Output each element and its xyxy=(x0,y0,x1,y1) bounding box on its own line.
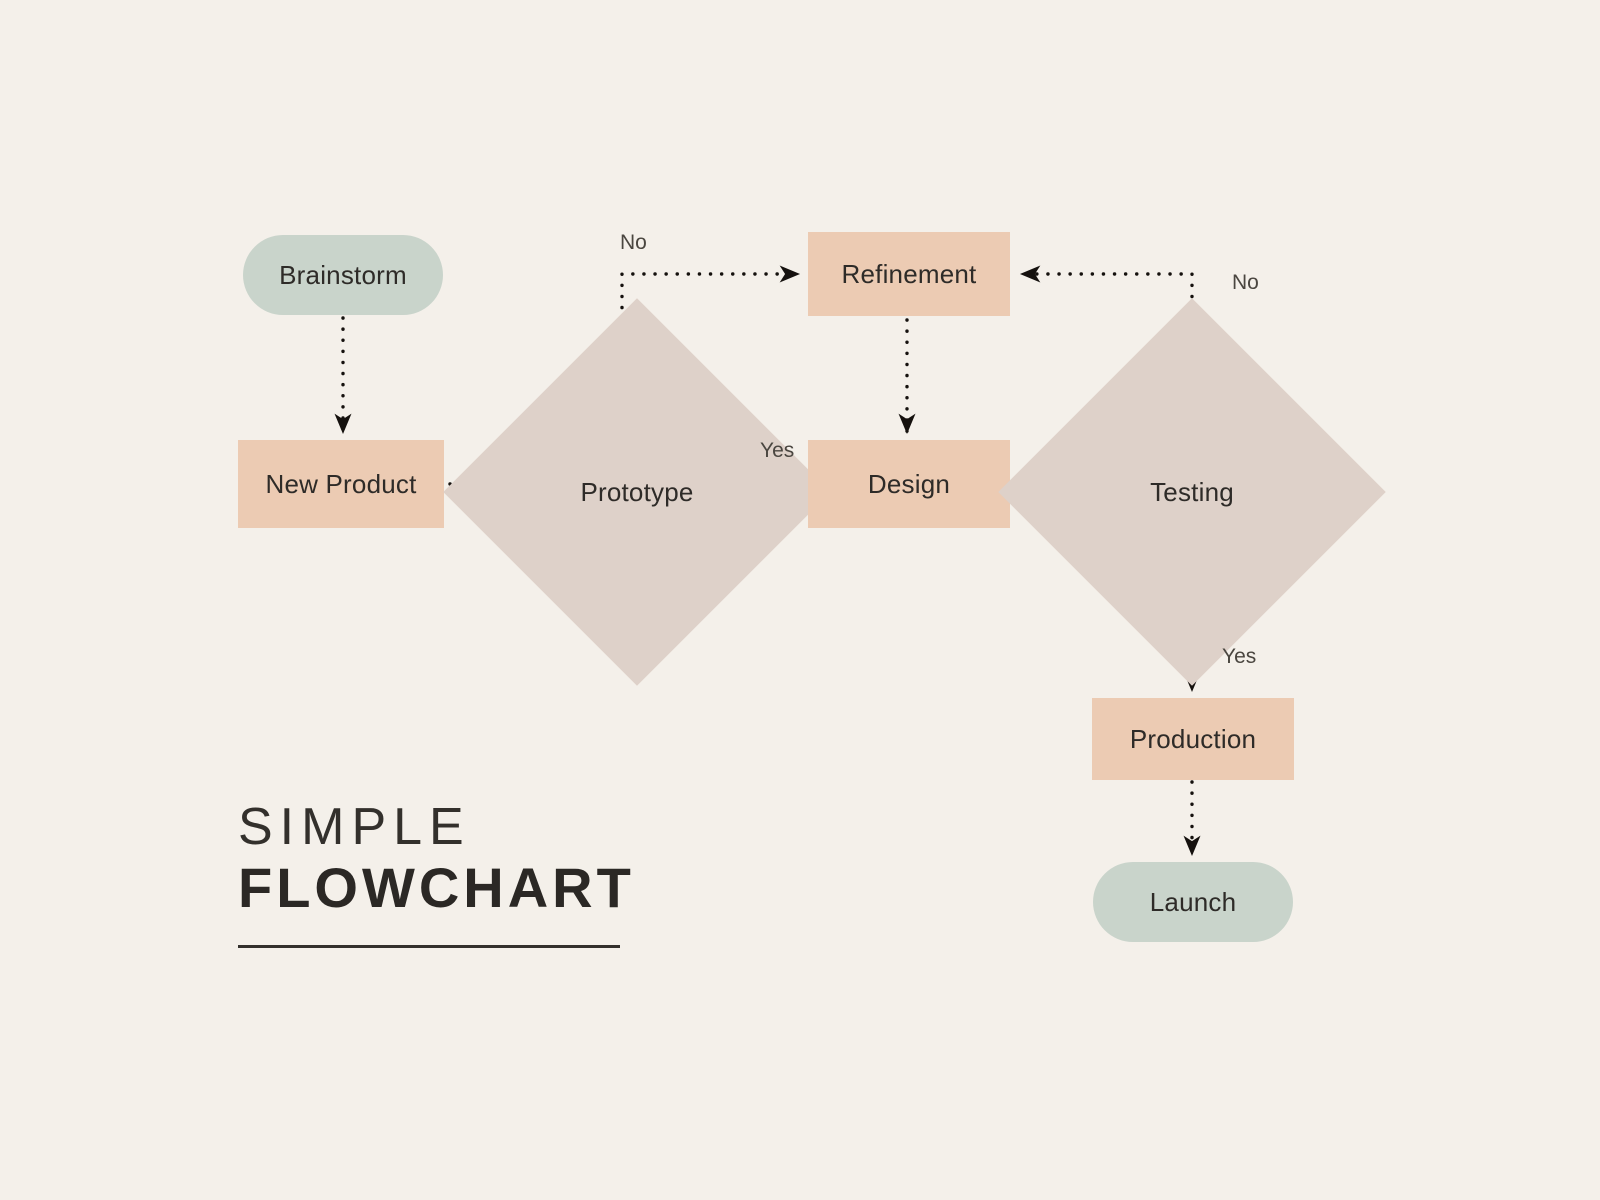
title-block: SIMPLE FLOWCHART xyxy=(238,798,635,949)
edge-testing-no-to-refinement xyxy=(1019,265,1194,354)
node-label-launch: Launch xyxy=(1149,887,1237,917)
node-label-production: Production xyxy=(1129,724,1257,754)
edge-label-yes-prototype: Yes xyxy=(760,439,795,462)
node-label-testing: Testing xyxy=(1150,477,1234,507)
node-label-design: Design xyxy=(867,469,951,499)
node-label-refinement: Refinement xyxy=(841,259,977,289)
node-label-new-product: New Product xyxy=(265,469,417,499)
title-underline-rule xyxy=(238,945,620,949)
title-line-simple: SIMPLE xyxy=(238,798,471,856)
node-label-brainstorm: Brainstorm xyxy=(279,260,407,290)
node-prototype[interactable]: Prototype xyxy=(443,298,831,686)
edge-prototype-no-to-refinement xyxy=(620,265,801,354)
edge-label-yes-testing: Yes xyxy=(1222,645,1257,668)
node-testing[interactable]: Testing xyxy=(998,298,1386,686)
edge-label-no-testing: No xyxy=(1232,271,1259,294)
edge-label-no-prototype: No xyxy=(620,231,647,254)
node-production[interactable]: Production xyxy=(1092,698,1294,780)
node-new-product[interactable]: New Product xyxy=(238,440,444,528)
node-refinement[interactable]: Refinement xyxy=(808,232,1010,316)
node-brainstorm[interactable]: Brainstorm xyxy=(243,235,443,315)
title-line-flowchart: FLOWCHART xyxy=(238,855,635,919)
node-design[interactable]: Design xyxy=(808,440,1010,528)
node-label-prototype: Prototype xyxy=(580,477,694,507)
node-launch[interactable]: Launch xyxy=(1093,862,1293,942)
